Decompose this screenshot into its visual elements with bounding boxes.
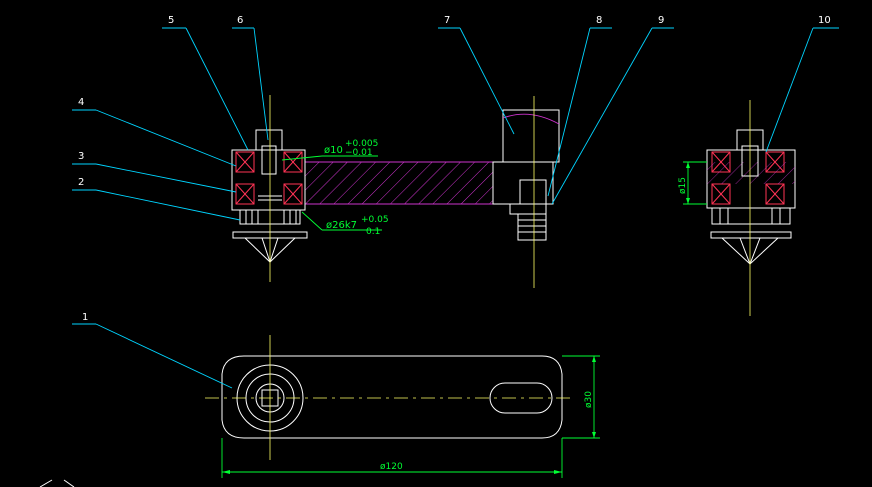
- side-threaded-stud: [711, 207, 791, 225]
- leader-label-9: 9: [658, 15, 664, 26]
- dim-side-height: ø15: [678, 177, 688, 194]
- right-boss: [492, 161, 554, 205]
- leader-label-10: 10: [818, 15, 831, 26]
- dim-bore-lower: −0.01: [345, 148, 373, 158]
- front-dimensions: ø10 +0.005 −0.01 ø26k7 +0.05 0.1: [281, 139, 389, 237]
- bearing-right-bottom: [283, 183, 303, 205]
- dim-plate-height: ø30: [584, 391, 594, 408]
- leader-label-7: 7: [444, 15, 450, 26]
- arm-section-hatch: [304, 161, 494, 205]
- shaft-core: [261, 145, 277, 175]
- dim-bore-upper: +0.005: [345, 139, 378, 149]
- shaft-top: [255, 129, 283, 151]
- plate-outline: [221, 355, 563, 439]
- nut-top: [509, 203, 547, 215]
- leader-label-5: 5: [168, 15, 174, 26]
- bearing-left-bottom: [235, 183, 255, 205]
- bearing-left-top: [235, 151, 255, 173]
- dim-bearing-upper: +0.05: [361, 215, 389, 225]
- side-view: ø15: [678, 100, 796, 316]
- front-section-view: [231, 95, 560, 288]
- slot: [489, 382, 553, 414]
- leader-lines: 5 6 7 8 9 10 4 3 2 1: [72, 15, 839, 389]
- leader-label-4: 4: [78, 97, 84, 108]
- leader-label-1: 1: [82, 312, 88, 323]
- leader-label-8: 8: [596, 15, 602, 26]
- upper-shaft: [502, 109, 560, 163]
- leader-label-2: 2: [78, 177, 84, 188]
- leader-label-3: 3: [78, 151, 84, 162]
- bearing-right-top: [283, 151, 303, 173]
- nut-body: [517, 213, 547, 241]
- dim-bore: ø10: [324, 145, 343, 156]
- plan-view: ø30 ø120: [205, 335, 600, 478]
- dim-bearing-lower: 0.1: [366, 227, 380, 237]
- dim-bearing: ø26k7: [326, 220, 357, 231]
- boss-bore: [519, 179, 547, 205]
- leader-label-6: 6: [237, 15, 243, 26]
- dim-plate-length: ø120: [380, 462, 403, 472]
- ucs-icon: [39, 479, 75, 487]
- break-line: [502, 113, 560, 125]
